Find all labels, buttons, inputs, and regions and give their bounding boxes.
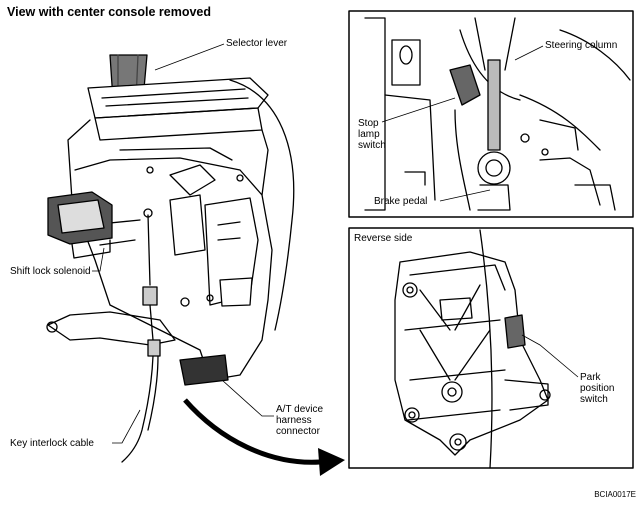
- leader-lines: [92, 43, 579, 444]
- label-shift-lock-solenoid: Shift lock solenoid: [10, 266, 91, 277]
- inset-bottom-frame: [348, 227, 634, 469]
- inset-bottom-drawing: [394, 229, 551, 469]
- label-steering-column: Steering column: [545, 40, 618, 51]
- figure-code: BCIA0017E: [594, 490, 636, 499]
- label-at-device-harness-connector: A/T device harness connector: [276, 404, 324, 437]
- interlock-rod-and-cable: [121, 214, 161, 463]
- label-stop-lamp-switch: Stop lamp switch: [358, 118, 386, 151]
- reverse-side-arrow: [183, 398, 345, 476]
- reverse-side-title: Reverse side: [354, 233, 413, 244]
- label-selector-lever: Selector lever: [226, 38, 288, 49]
- label-park-position-switch: Park position switch: [580, 372, 615, 405]
- page-title: View with center console removed: [7, 5, 212, 19]
- mount-bracket: [46, 311, 176, 346]
- shift-lock-solenoid-part: [47, 191, 113, 259]
- inset-top-drawing: [364, 17, 631, 211]
- shifter-housing: [67, 77, 295, 386]
- label-key-interlock-cable: Key interlock cable: [10, 438, 94, 449]
- label-brake-pedal: Brake pedal: [374, 196, 428, 207]
- inset-top-frame: [348, 10, 634, 218]
